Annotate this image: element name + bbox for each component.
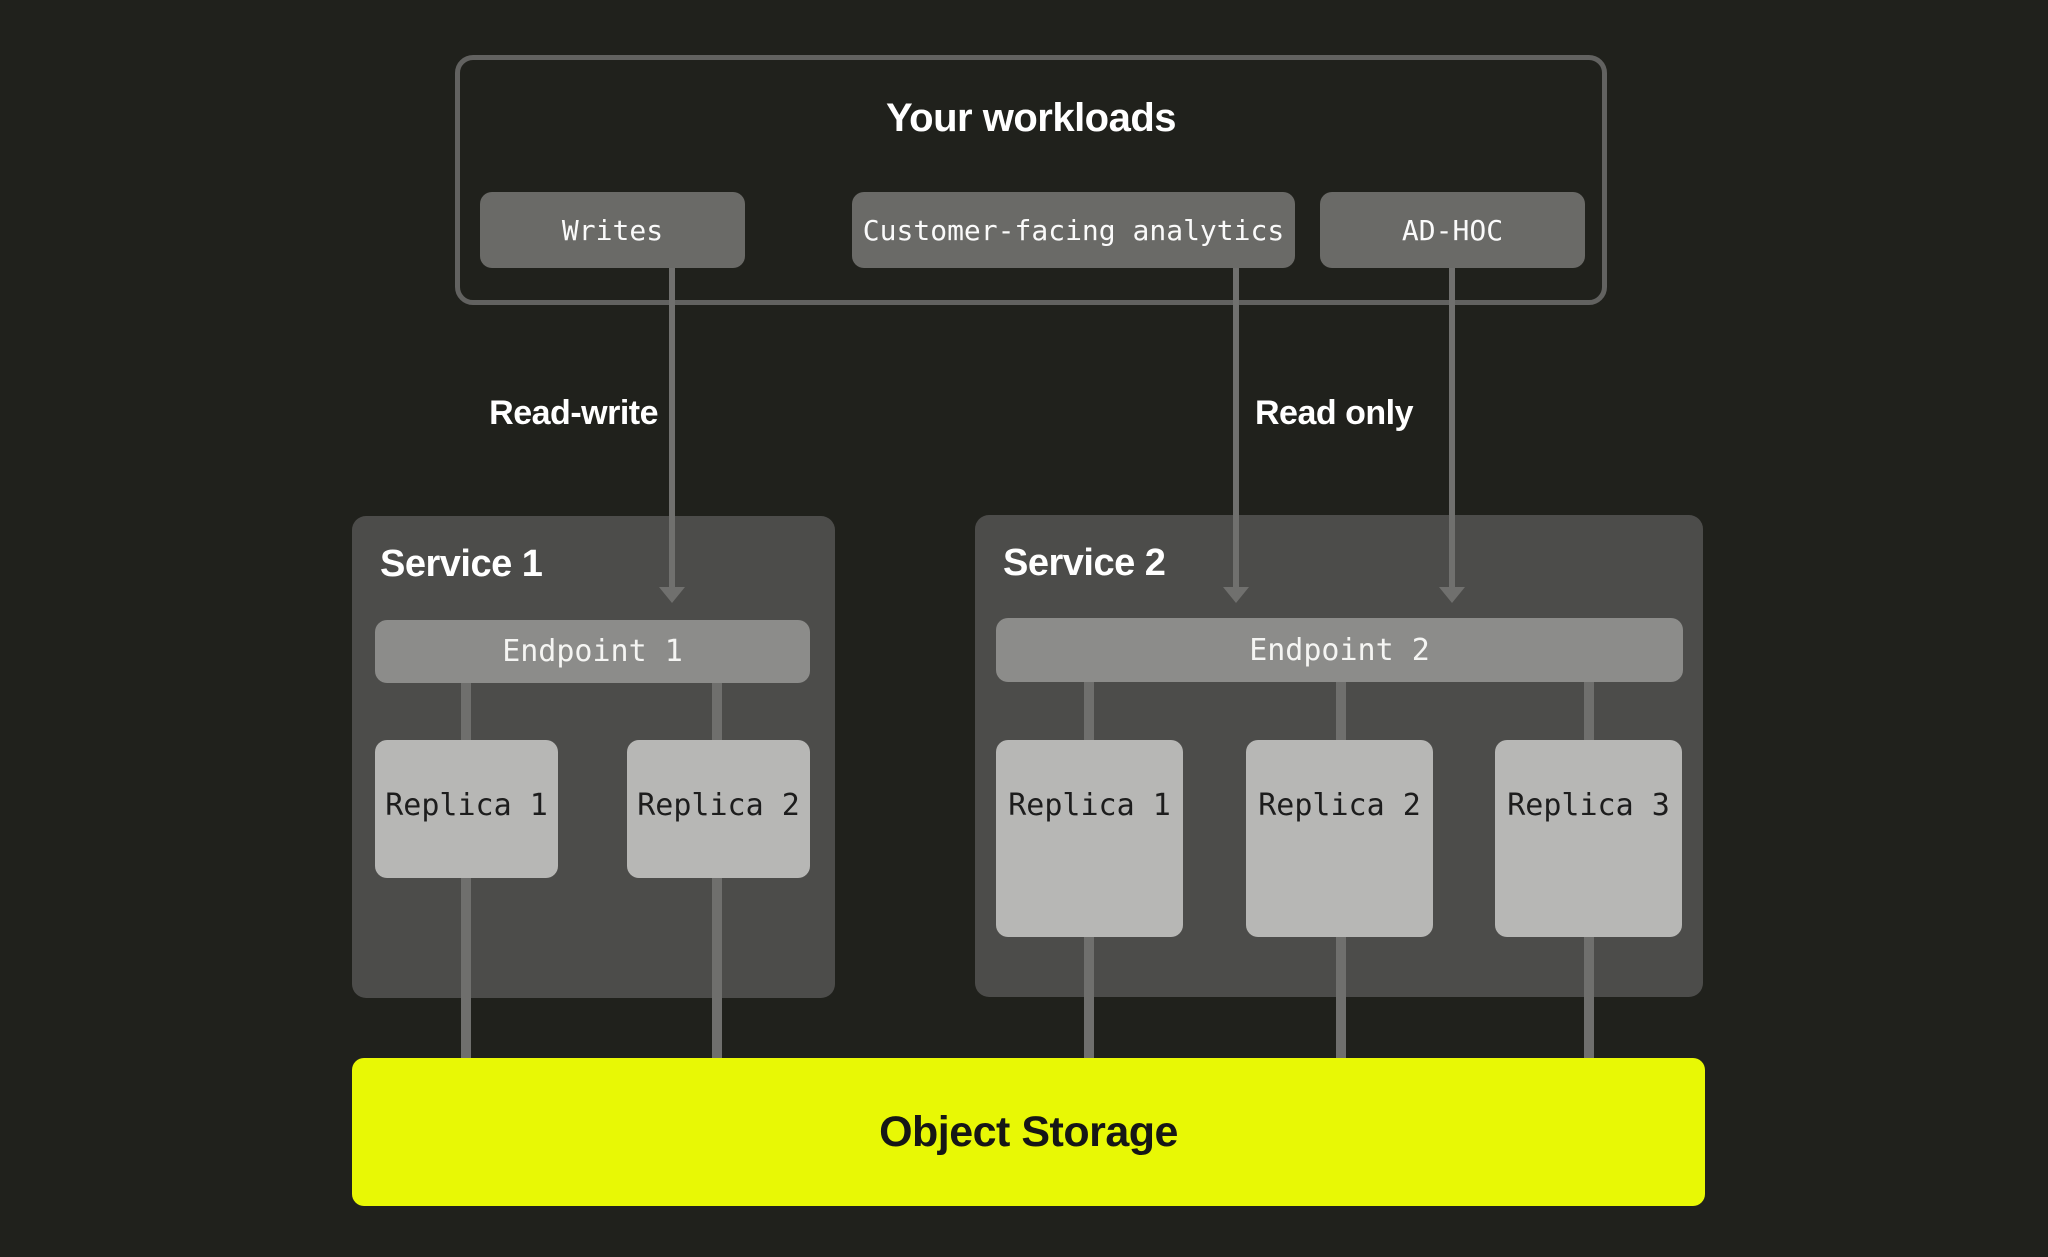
arrow-line-analytics-to-endpoint-2 (1233, 268, 1239, 588)
arrow-line-writes-to-endpoint-1 (669, 268, 675, 588)
service-1-replica-1-box: Replica 1 (375, 740, 558, 878)
service-2-replica-3-box: Replica 3 (1495, 740, 1682, 937)
read-only-label: Read only (1255, 394, 1413, 432)
service-1-title: Service 1 (380, 543, 543, 585)
object-storage-bar: Object Storage (352, 1058, 1705, 1206)
arrowhead-ad-hoc-icon (1439, 587, 1465, 603)
workload-chip-customer-facing-analytics: Customer-facing analytics (852, 192, 1295, 268)
read-write-label: Read-write (489, 394, 658, 432)
arrow-line-ad-hoc-to-endpoint-2 (1449, 268, 1455, 588)
service-1-replica-2-box: Replica 2 (627, 740, 810, 878)
object-storage-label: Object Storage (879, 1107, 1178, 1156)
arrowhead-analytics-icon (1223, 587, 1249, 603)
arrowhead-writes-icon (659, 587, 685, 603)
workload-chip-writes: Writes (480, 192, 745, 268)
endpoint-2-bar: Endpoint 2 (996, 618, 1683, 682)
service-2-replica-2-box: Replica 2 (1246, 740, 1433, 937)
service-2-replica-1-box: Replica 1 (996, 740, 1183, 937)
workloads-title: Your workloads (885, 96, 1177, 140)
service-2-title: Service 2 (1003, 542, 1166, 584)
workloads-panel (455, 55, 1607, 305)
endpoint-1-bar: Endpoint 1 (375, 620, 810, 683)
workload-chip-ad-hoc: AD-HOC (1320, 192, 1585, 268)
